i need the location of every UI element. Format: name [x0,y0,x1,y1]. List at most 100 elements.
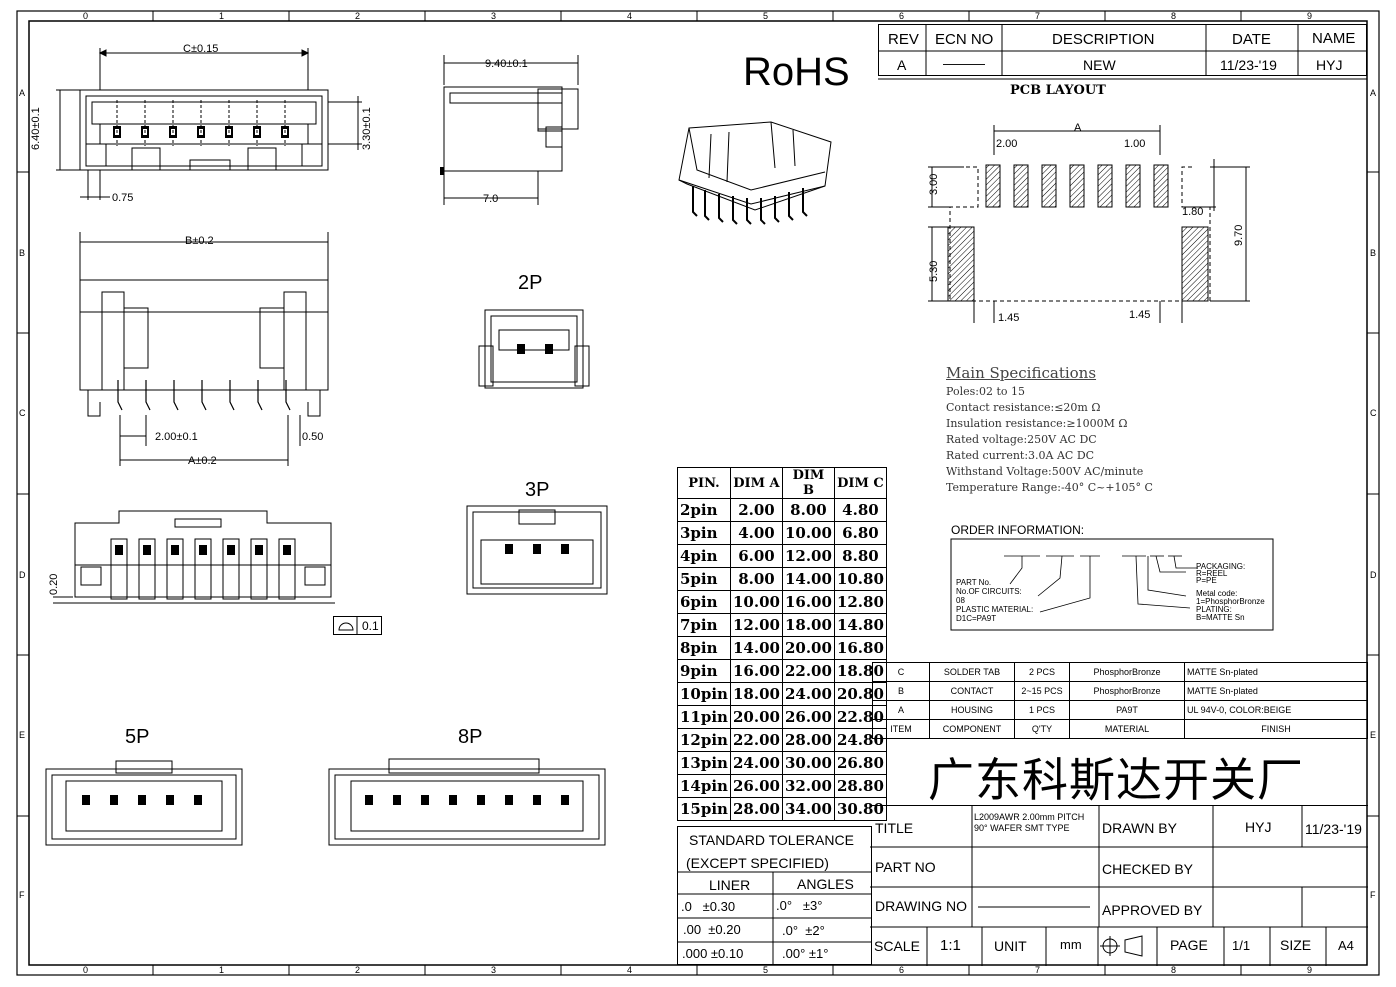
date-value: 11/23-'19 [1220,57,1277,73]
zone-bottom-2: 2 [355,965,361,975]
dim-header: DIM A [729,467,783,499]
order-left-labels: PART No. No.OF CIRCUITS: 08 PLASTIC MATE… [956,578,1033,623]
dim-050: 0.50 [302,431,324,443]
dim-value: 10.00 [781,521,835,545]
zone-top-5: 5 [763,11,769,21]
tolerance-angle-3: .00° ±1° [782,946,829,961]
dim-value: 18.00 [729,682,783,706]
tolerance-angles-header: ANGLES [797,876,854,892]
dim-c: C±0.15 [183,43,219,55]
zone-side-b-right: B [1370,248,1377,258]
spec-line-3: Insulation resistance:≥1000M Ω [946,417,1128,430]
order-metal: Metal code: 1=PhosphorBronze PLATING: B=… [1196,590,1265,622]
bom-header: FINISH [1184,719,1368,739]
dim-pin-count: 9pin [677,659,731,683]
order-circuits: No.OF CIRCUITS: [956,587,1022,596]
unit-label: UNIT [994,938,1027,954]
dim-pin-count: 7pin [677,613,731,637]
unit-value: mm [1060,937,1082,952]
bom-header: MATERIAL [1069,719,1185,739]
bom-cell: PA9T [1069,700,1185,720]
dim-pin-count: 10pin [677,682,731,706]
dim-200: 2.00±0.1 [155,431,198,443]
tolerance-angle-1: .0° ±3° [776,898,823,913]
pcb-dim-180: 1.80 [1182,206,1204,218]
spec-line-4: Rated voltage:250V AC DC [946,433,1097,446]
dim-a: A±0.2 [188,455,217,467]
dim-value: 12.00 [781,544,835,568]
page-value: 1/1 [1232,938,1251,953]
revision-underline [878,78,1367,80]
dim-value: 12.80 [833,590,887,614]
pcb-dim-a: A [1074,122,1082,134]
dim-pin-count: 15pin [677,797,731,821]
date-header: DATE [1232,31,1271,48]
tolerance-liner-2: .00 ±0.20 [683,922,741,937]
dim-70: 7.0 [483,193,499,205]
zone-bottom-8: 8 [1171,965,1177,975]
description-value: NEW [1083,57,1116,73]
dim-value: 16.00 [729,659,783,683]
zone-side-a: A [19,88,26,98]
approved-by-label: APPROVED BY [1102,902,1203,918]
spec-line-5: Rated current:3.0A AC DC [946,449,1095,462]
dim-value: 26.80 [833,751,887,775]
zone-side-c: C [19,408,26,418]
order-part-no: PART No. [956,578,992,587]
dim-header: PIN. [677,467,731,499]
tolerance-title: STANDARD TOLERANCE [689,832,854,848]
zone-bottom-6: 6 [899,965,905,975]
zone-top-4: 4 [627,11,633,21]
dim-pin-count: 12pin [677,728,731,752]
zone-side-a-right: A [1370,88,1377,98]
scale-value: 1:1 [940,937,961,954]
zone-bottom-4: 4 [627,965,633,975]
zone-bottom-3: 3 [491,965,497,975]
scale-label: SCALE [874,938,920,954]
order-info-box [950,538,1274,631]
bom-cell: UL 94V-0, COLOR:BEIGE [1184,700,1368,720]
size-value: A4 [1338,938,1354,953]
zone-bottom-0: 0 [83,965,89,975]
dim-value: 22.80 [833,705,887,729]
dim-pin-count: 4pin [677,544,731,568]
side-view-drawing [440,55,579,205]
rohs-mark: RoHS [743,50,850,94]
spec-line-6: Withstand Voltage:500V AC/minute [946,465,1144,478]
pcb-dim-300: 3.00 [928,173,940,195]
name-header: NAME [1312,30,1356,47]
dim-value: 28.80 [833,774,887,798]
view-2p-label: 2P [518,272,543,294]
dim-value: 28.00 [781,728,835,752]
bom-cell: PhosphorBronze [1069,681,1185,701]
dim-value: 22.00 [781,659,835,683]
dim-value: 20.00 [781,636,835,660]
spec-line-2: Contact resistance:≤20m Ω [946,401,1101,414]
order-plating-value: B=MATTE Sn [1196,613,1245,622]
dim-pin-count: 13pin [677,751,731,775]
view-8p-drawing [328,758,606,846]
tolerance-liner-1: .0 ±0.30 [681,899,736,914]
title-block [870,805,1368,966]
ecn-header: ECN NO [935,31,994,48]
size-label: SIZE [1280,937,1312,953]
bottom-view-drawing [53,510,335,604]
order-circuits-value: 08 [956,596,965,605]
dim-value: 24.00 [729,751,783,775]
description-header: DESCRIPTION [1052,31,1155,48]
dim-value: 6.00 [729,544,783,568]
dim-value: 12.00 [729,613,783,637]
view-2p-drawing [478,309,590,389]
dim-640: 6.40±0.1 [30,107,42,150]
dim-pin-count: 3pin [677,521,731,545]
dim-pin-count: 5pin [677,567,731,591]
drawn-by-label: DRAWN BY [1102,820,1177,836]
drawn-by-value: HYJ [1245,819,1272,835]
